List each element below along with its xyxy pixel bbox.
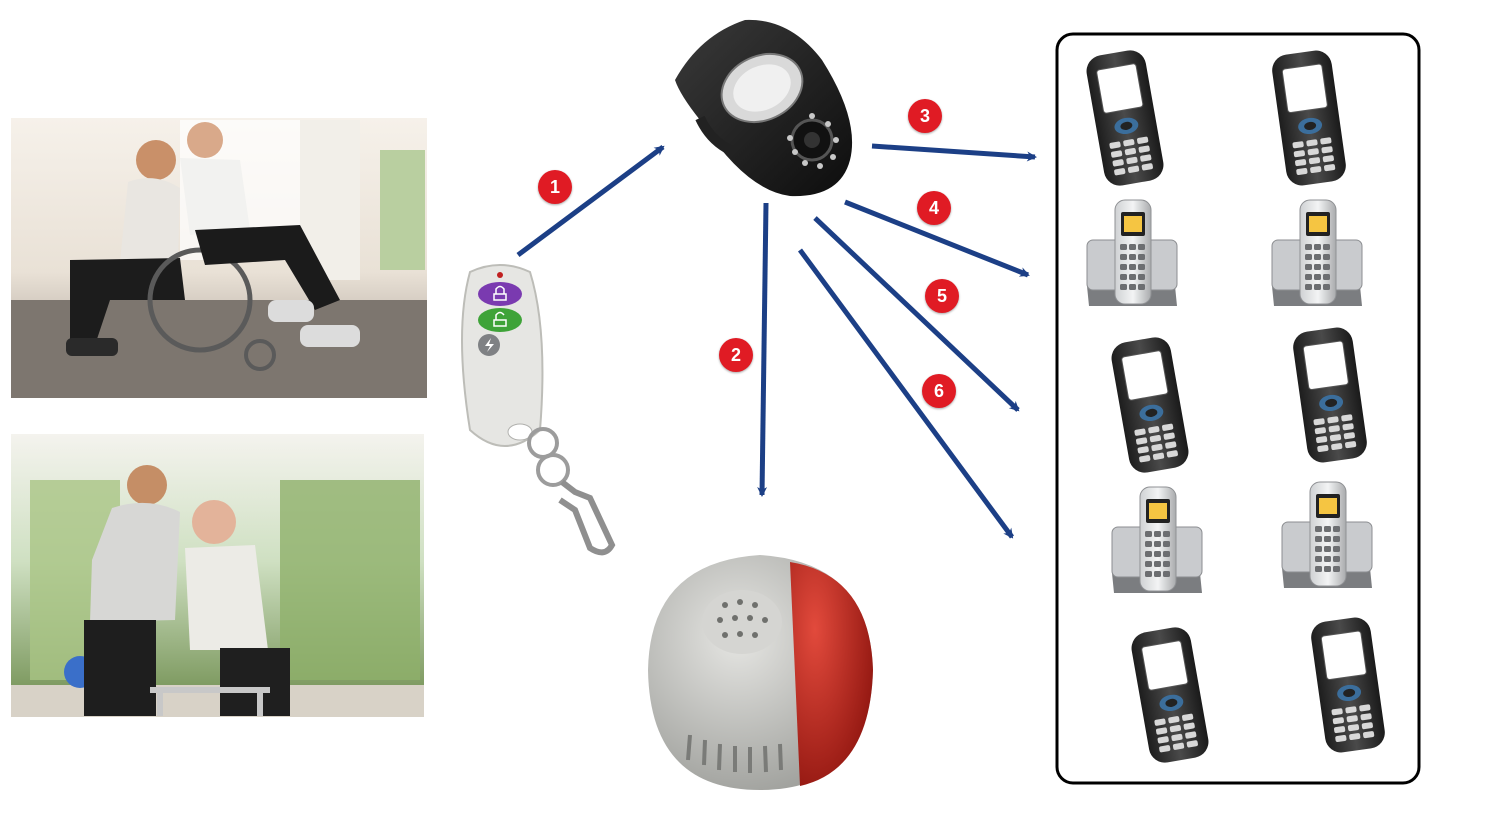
photo-walker-care [11, 434, 424, 717]
arrow-remote-to-camera [516, 144, 665, 258]
arrow-camera-to-row4 [797, 248, 1015, 539]
step-badge-5: 5 [925, 279, 959, 313]
photo-wheelchair-care [11, 118, 427, 398]
arrow-camera-to-row3 [813, 216, 1020, 412]
siren-alarm [648, 555, 873, 790]
unlock-icon [493, 311, 507, 327]
arrow-camera-to-row2 [844, 199, 1030, 278]
remote-key-fob [461, 264, 616, 556]
receivers-panel [1055, 32, 1421, 785]
step-badge-4: 4 [917, 191, 951, 225]
step-badge-2: 2 [719, 338, 753, 372]
step-badge-1: 1 [538, 170, 572, 204]
pir-camera [675, 19, 853, 197]
step-badge-3: 3 [908, 99, 942, 133]
bolt-icon [485, 338, 494, 352]
lock-icon [493, 285, 507, 301]
arrow-camera-to-siren [757, 202, 769, 497]
arrows [516, 143, 1037, 539]
step-badge-6: 6 [922, 374, 956, 408]
arrow-camera-to-row1 [871, 143, 1037, 162]
